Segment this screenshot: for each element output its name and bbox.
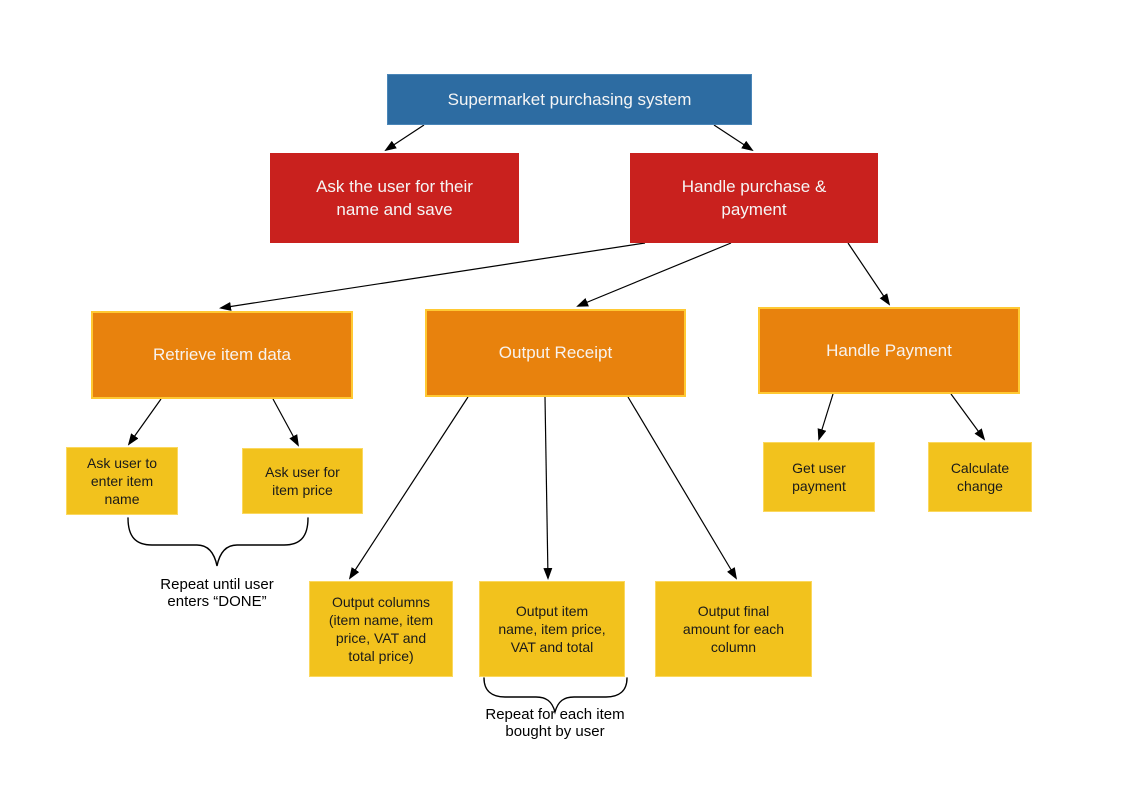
arrow-retrieve-to-item-name: [127, 398, 162, 446]
node-label: Handle purchase & payment: [681, 177, 827, 219]
caption-repeat-until-done: Repeat until user enters “DONE”: [160, 576, 274, 610]
node-label: Output columns (item name, item price, V…: [328, 594, 434, 664]
brace-repeat-done: [127, 517, 309, 567]
arrow-retrieve-to-item-price: [272, 398, 299, 447]
node-label: Get user payment: [792, 460, 846, 494]
node-label: Handle Payment: [826, 340, 952, 360]
arrow-receipt-to-columns: [348, 396, 469, 580]
arrow-root-to-ask-name: [384, 124, 425, 152]
node-output-receipt[interactable]: Output Receipt: [425, 309, 686, 397]
node-ask-item-price[interactable]: Ask user for item price: [242, 448, 363, 514]
node-output-columns[interactable]: Output columns (item name, item price, V…: [309, 581, 453, 677]
arrow-purchase-to-receipt: [576, 242, 732, 307]
node-label: Calculate change: [950, 460, 1010, 494]
arrow-payment-to-get-payment: [817, 393, 834, 441]
node-label: Output final amount for each column: [682, 603, 785, 655]
arrow-purchase-to-retrieve: [219, 242, 646, 311]
arrow-receipt-to-final: [627, 396, 738, 580]
arrow-root-to-handle-purchase: [713, 124, 754, 152]
caption-repeat-each-item: Repeat for each item bought by user: [485, 706, 625, 740]
node-output-item-line[interactable]: Output item name, item price, VAT and to…: [479, 581, 625, 677]
node-retrieve-item-data[interactable]: Retrieve item data: [91, 311, 353, 399]
node-label: Retrieve item data: [153, 345, 291, 364]
node-label: Output Receipt: [498, 343, 613, 362]
arrow-purchase-to-payment: [847, 242, 891, 306]
node-get-user-payment[interactable]: Get user payment: [763, 442, 875, 512]
node-output-final-amount[interactable]: Output final amount for each column: [655, 581, 812, 677]
arrow-payment-to-calc-change: [950, 393, 986, 441]
node-supermarket-system[interactable]: Supermarket purchasing system: [387, 74, 752, 125]
node-handle-purchase-payment[interactable]: Handle purchase & payment: [630, 153, 878, 243]
node-label: Ask user to enter item name: [86, 455, 158, 507]
node-calculate-change[interactable]: Calculate change: [928, 442, 1032, 512]
node-ask-item-name[interactable]: Ask user to enter item name: [66, 447, 178, 515]
node-label: Ask user for item price: [265, 464, 340, 498]
node-label: Supermarket purchasing system: [447, 89, 692, 109]
node-label: Output item name, item price, VAT and to…: [498, 603, 606, 655]
arrow-receipt-to-item-line: [543, 396, 553, 580]
node-ask-user-name[interactable]: Ask the user for their name and save: [270, 153, 519, 243]
node-handle-payment[interactable]: Handle Payment: [758, 307, 1020, 394]
node-label: Ask the user for their name and save: [316, 177, 473, 219]
